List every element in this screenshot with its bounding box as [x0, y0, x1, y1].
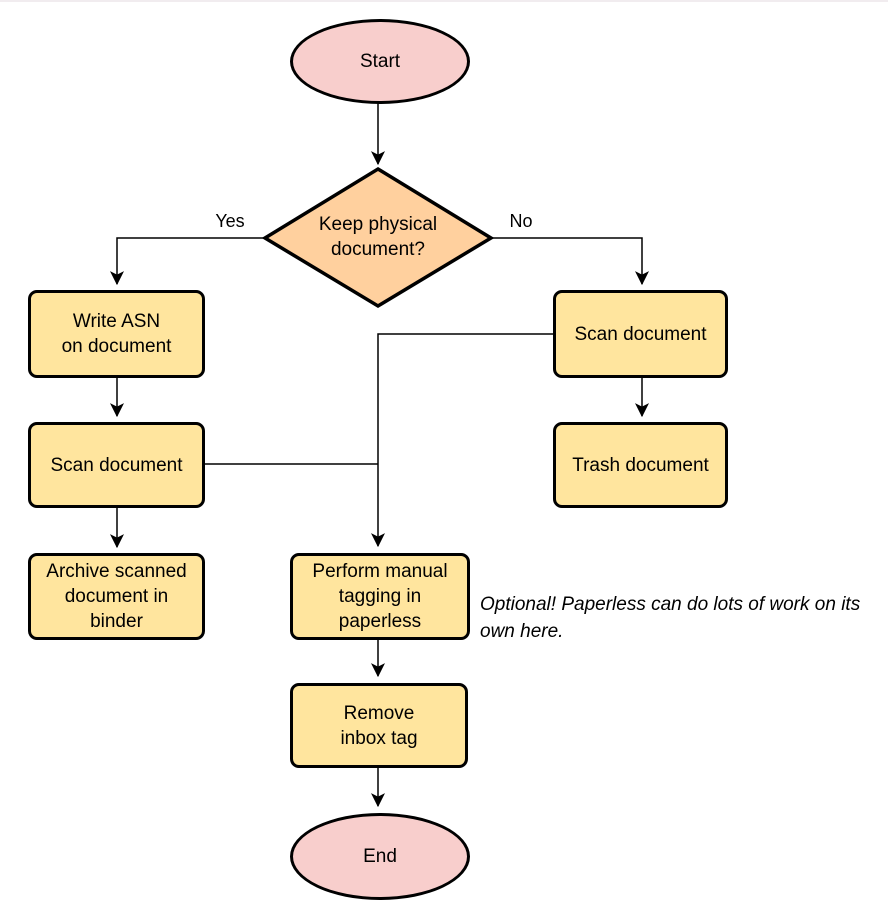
node-end: End	[290, 813, 470, 900]
node-perform-tagging: Perform manual tagging in paperless	[290, 553, 470, 640]
note-optional-paperless: Optional! Paperless can do lots of work …	[480, 594, 861, 642]
node-decision-label: Keep physical document?	[278, 211, 478, 263]
node-start-label: Start	[359, 51, 401, 72]
node-archive-binder: Archive scanned document in binder	[28, 553, 205, 640]
scan-left-label: Scan document	[50, 454, 183, 476]
edge-decision-no-to-scan-right	[491, 237, 649, 286]
decision-line-2: document?	[330, 239, 425, 260]
node-scan-document-right: Scan document	[553, 290, 728, 378]
node-write-asn: Write ASN on document	[28, 290, 205, 378]
perform-line-2: tagging in	[338, 586, 422, 607]
scan-right-label: Scan document	[574, 323, 707, 345]
write-asn-line-2: on document	[61, 336, 172, 357]
write-asn-line-1: Write ASN	[72, 311, 161, 332]
node-remove-inbox-tag: Remove inbox tag	[290, 683, 468, 768]
node-trash-document: Trash document	[553, 422, 728, 508]
edge-label-yes: Yes	[206, 212, 254, 230]
decision-diamond	[261, 166, 495, 309]
node-end-label: End	[363, 846, 397, 867]
archive-line-2: document in	[64, 586, 169, 607]
node-scan-document-left: Scan document	[28, 422, 205, 508]
node-start: Start	[290, 19, 470, 104]
edge-label-no: No	[497, 212, 545, 230]
trash-label: Trash document	[572, 454, 709, 476]
bottom-divider	[0, 0, 888, 2]
edge-scan-right-to-perform-tagging	[371, 333, 553, 548]
archive-line-3: binder	[90, 611, 143, 632]
edge-decision-yes-to-write-asn	[110, 237, 265, 286]
perform-line-3: paperless	[338, 611, 422, 632]
remove-line-1: Remove	[343, 702, 415, 724]
decision-line-1: Keep physical	[318, 214, 438, 235]
remove-line-2: inbox tag	[340, 727, 418, 749]
archive-line-1: Archive scanned	[46, 561, 187, 582]
perform-line-1: Perform manual	[312, 561, 448, 582]
